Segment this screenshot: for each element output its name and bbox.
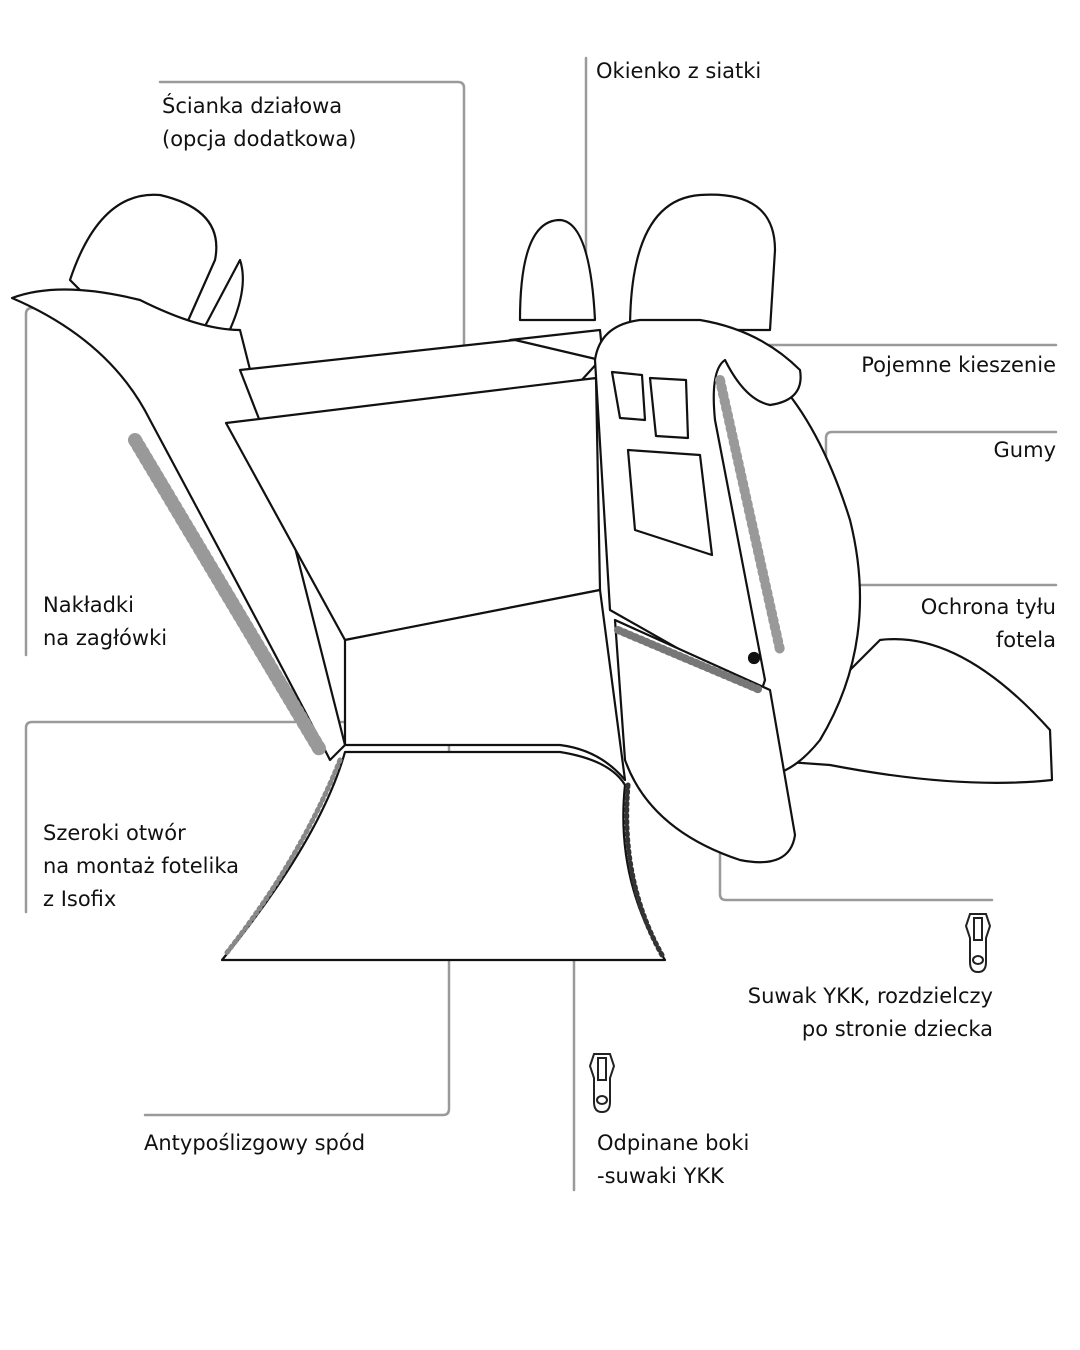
- snap-button: [747, 651, 761, 665]
- zipper-pull-icon: [964, 913, 992, 974]
- label-line: Ochrona tyłu: [920, 595, 1056, 619]
- floor: [343, 588, 627, 782]
- isofix-skirt: [220, 750, 667, 962]
- pocket-3: [626, 448, 714, 557]
- label-headrest-covers: Nakładki na zagłówki: [43, 589, 167, 655]
- label-line: po stronie dziecka: [801, 1017, 993, 1041]
- leader-divider: [158, 80, 466, 432]
- label-line: (opcja dodatkowa): [162, 127, 357, 151]
- label-elastics: Gumy: [993, 438, 1056, 462]
- leader-antislip: [143, 723, 451, 1117]
- label-antislip: Antypoślizgowy spód: [144, 1131, 366, 1155]
- label-line: na montaż fotelika: [43, 854, 239, 878]
- label-line: fotela: [995, 628, 1056, 652]
- leader-elastics: [824, 430, 1058, 532]
- pocket-1: [610, 370, 647, 422]
- label-line: Nakładki: [43, 593, 134, 617]
- rear-flap: [613, 618, 797, 864]
- label-line: -suwaki YKK: [597, 1164, 724, 1188]
- right-seat-cushion: [758, 638, 1054, 784]
- label-line: Suwak YKK, rozdzielczy: [747, 984, 993, 1008]
- label-line: Szeroki otwór: [43, 821, 186, 845]
- label-isofix-opening: Szeroki otwór na montaż fotelika z Isofi…: [43, 817, 239, 916]
- label-divider: Ścianka działowa (opcja dodatkowa): [162, 90, 356, 156]
- label-detachable-sides: Odpinane boki -suwaki YKK: [597, 1127, 749, 1193]
- label-pockets: Pojemne kieszenie: [861, 353, 1056, 377]
- right-headrest: [628, 193, 777, 332]
- label-mesh-window: Okienko z siatki: [596, 59, 762, 83]
- pocket-2: [648, 376, 690, 440]
- label-line: Ścianka działowa: [162, 94, 343, 118]
- label-ykk-zipper: Suwak YKK, rozdzielczy po stronie dzieck…: [748, 980, 993, 1046]
- label-line: Odpinane boki: [597, 1131, 750, 1155]
- label-back-protection: Ochrona tyłu fotela: [921, 591, 1056, 657]
- zipper-pull-icon: [588, 1053, 616, 1114]
- label-line: z Isofix: [43, 887, 117, 911]
- zipper-teeth: [128, 375, 785, 958]
- leader-ykk: [718, 676, 994, 902]
- rear-headrest: [518, 218, 597, 322]
- label-line: na zagłówki: [43, 626, 168, 650]
